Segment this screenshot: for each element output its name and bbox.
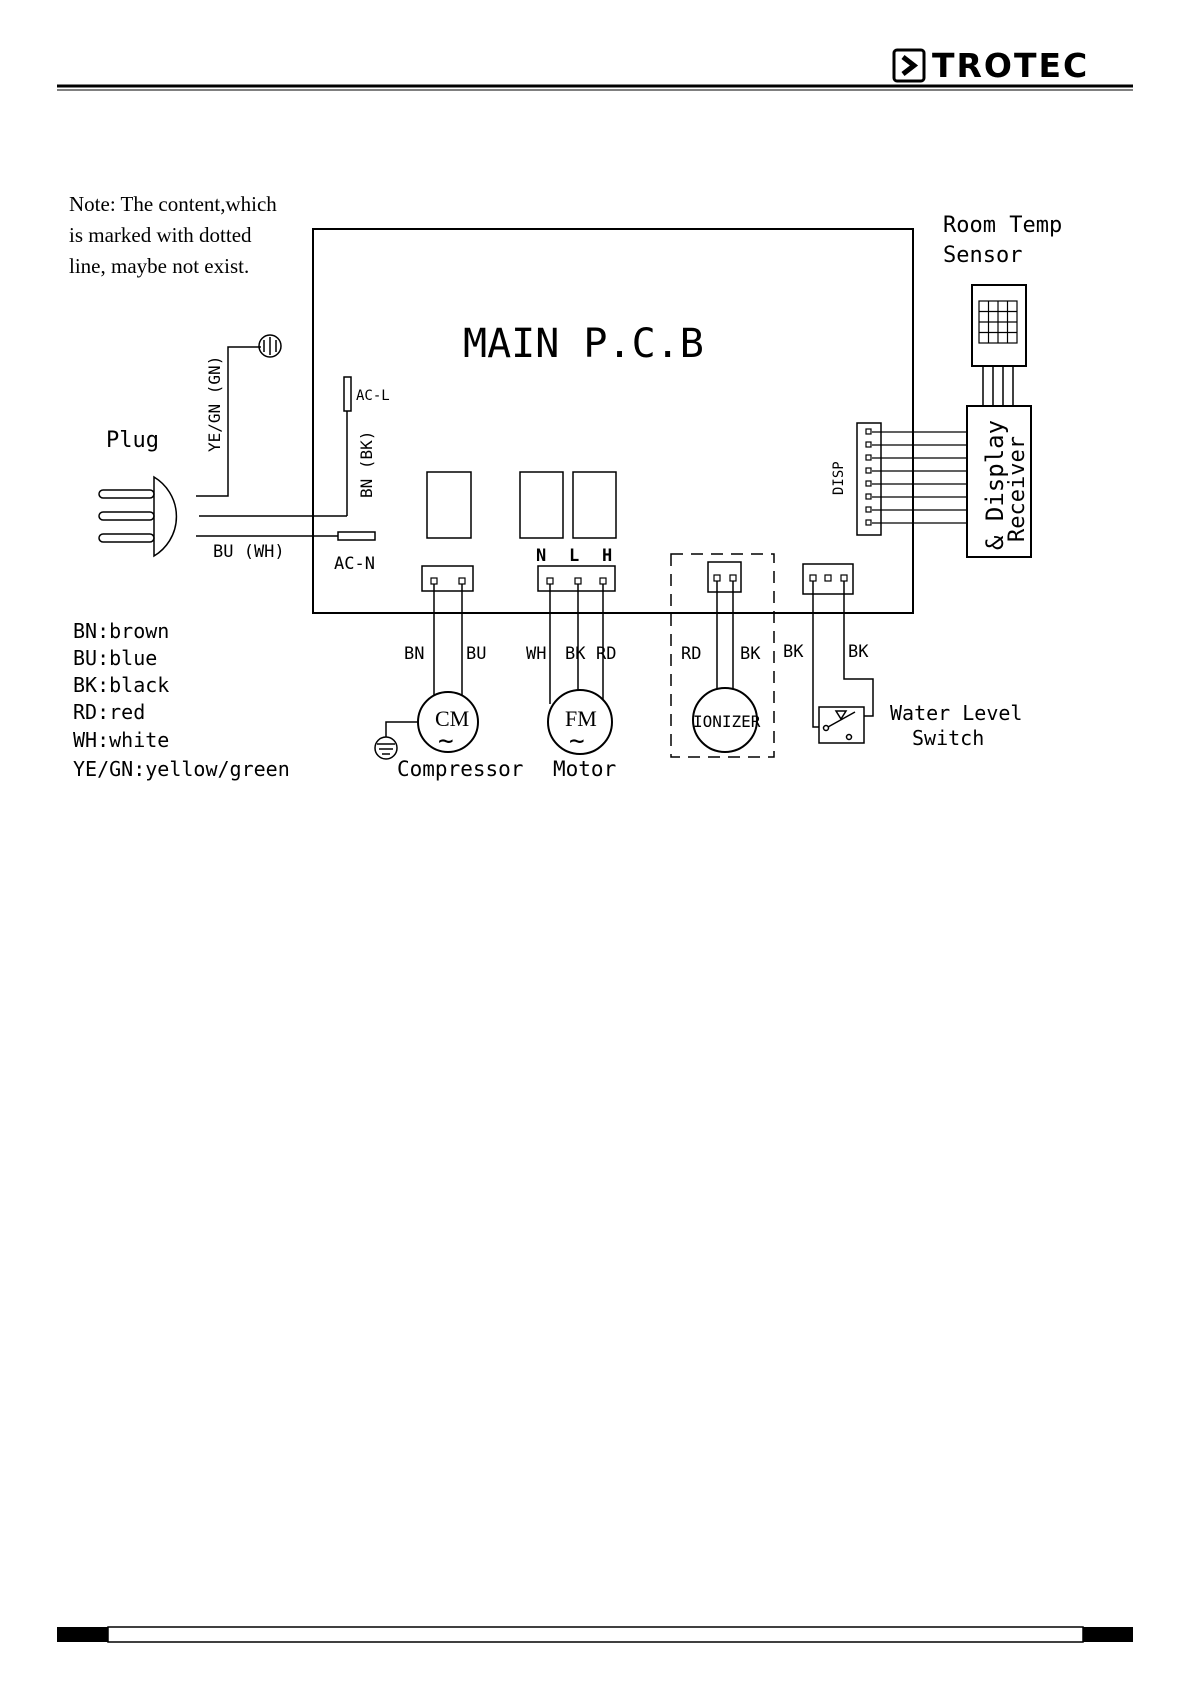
relay-l-label: L [569, 546, 579, 566]
motor-wire-2: BK [565, 644, 586, 664]
compressor-tilde: ~ [438, 726, 454, 756]
ac-n-terminal [337, 531, 376, 541]
relay-n-label: N [536, 546, 546, 566]
compressor-wire-2: BU [466, 644, 486, 664]
water-switch-wire-2: BK [848, 642, 869, 662]
color-legend: BN:brown BU:blue BK:black RD:red WH:whit… [73, 619, 290, 781]
note-line-2: is marked with dotted [69, 223, 252, 247]
relay-h-label: H [602, 546, 612, 566]
room-temp-sensor [971, 284, 1027, 367]
footer-bar [57, 1626, 1133, 1643]
room-temp-label-1: Room Temp [943, 213, 1062, 238]
compressor-symbol: CM [435, 706, 469, 731]
water-switch-wire-1: BK [783, 642, 804, 662]
ground-icon [258, 334, 282, 358]
footer-block-left [57, 1627, 108, 1642]
water-switch-connector [802, 563, 854, 595]
fan-motor-icon [547, 689, 613, 755]
motor-tilde: ~ [569, 726, 585, 756]
motor-label: Motor [553, 757, 616, 781]
header: TROTEC [0, 0, 1192, 100]
ionizer-icon [692, 687, 758, 753]
relay-2 [519, 471, 564, 539]
footer-strip [107, 1626, 1084, 1643]
compressor-wire-1: BN [404, 644, 424, 664]
plug-label: Plug [106, 428, 159, 453]
disp-wires [865, 428, 967, 526]
display-label-1: & Display [981, 420, 1009, 550]
motor-connector [537, 565, 616, 592]
disp-label: DISP [831, 461, 847, 495]
motor-symbol: FM [565, 706, 597, 731]
ionizer-connector [707, 561, 742, 593]
legend-item: BN:brown [73, 619, 169, 643]
compressor-ground-icon [374, 736, 398, 760]
display-label-2: Receiver [1005, 436, 1030, 542]
header-graphic: TROTEC [57, 46, 1133, 91]
note-line-1: Note: The content,which [69, 192, 277, 216]
ionizer-wire-1: RD [681, 644, 701, 664]
legend-item: BK:black [73, 673, 169, 697]
note-line-3: line, maybe not exist. [69, 254, 249, 278]
footer-block-right [1083, 1627, 1133, 1642]
disp-connector [856, 422, 882, 536]
main-pcb-board [312, 228, 914, 614]
relay-1 [426, 471, 472, 539]
legend-item: WH:white [73, 728, 169, 752]
compressor-label: Compressor [397, 757, 523, 781]
motor-wire-1: WH [526, 644, 546, 664]
legend-item: YE/GN:yellow/green [73, 757, 290, 781]
display-receiver-box [966, 405, 1032, 558]
relay-3 [572, 471, 617, 539]
ionizer-wire-2: BK [740, 644, 761, 664]
wiring-diagram: Note: The content,which is marked with d… [69, 192, 1062, 781]
neutral-wire-label: BU (WH) [213, 542, 285, 562]
ac-n-label: AC-N [334, 554, 375, 574]
motor-wire-3: RD [596, 644, 616, 664]
plug-icon [98, 475, 178, 558]
legend-item: RD:red [73, 700, 145, 724]
sensor-grid-icon [978, 300, 1018, 344]
ionizer-optional-boundary [670, 553, 775, 758]
water-switch-label-1: Water Level [890, 701, 1022, 725]
pcb-title: MAIN P.C.B [463, 321, 704, 367]
trotec-logo: TROTEC [892, 46, 1089, 85]
line-wire-label: BN (BK) [357, 431, 376, 498]
room-temp-label-2: Sensor [943, 243, 1022, 268]
ionizer-symbol: IONIZER [693, 712, 761, 731]
compressor-connector [421, 565, 474, 592]
earth-wire-label: YE/GN (GN) [205, 356, 224, 452]
legend-item: BU:blue [73, 646, 157, 670]
water-switch-label-2: Switch [912, 726, 984, 750]
ac-l-label: AC-L [356, 388, 390, 404]
ac-l-terminal [343, 376, 352, 412]
brand-name: TROTEC [932, 46, 1089, 85]
float-switch-icon [818, 706, 865, 744]
